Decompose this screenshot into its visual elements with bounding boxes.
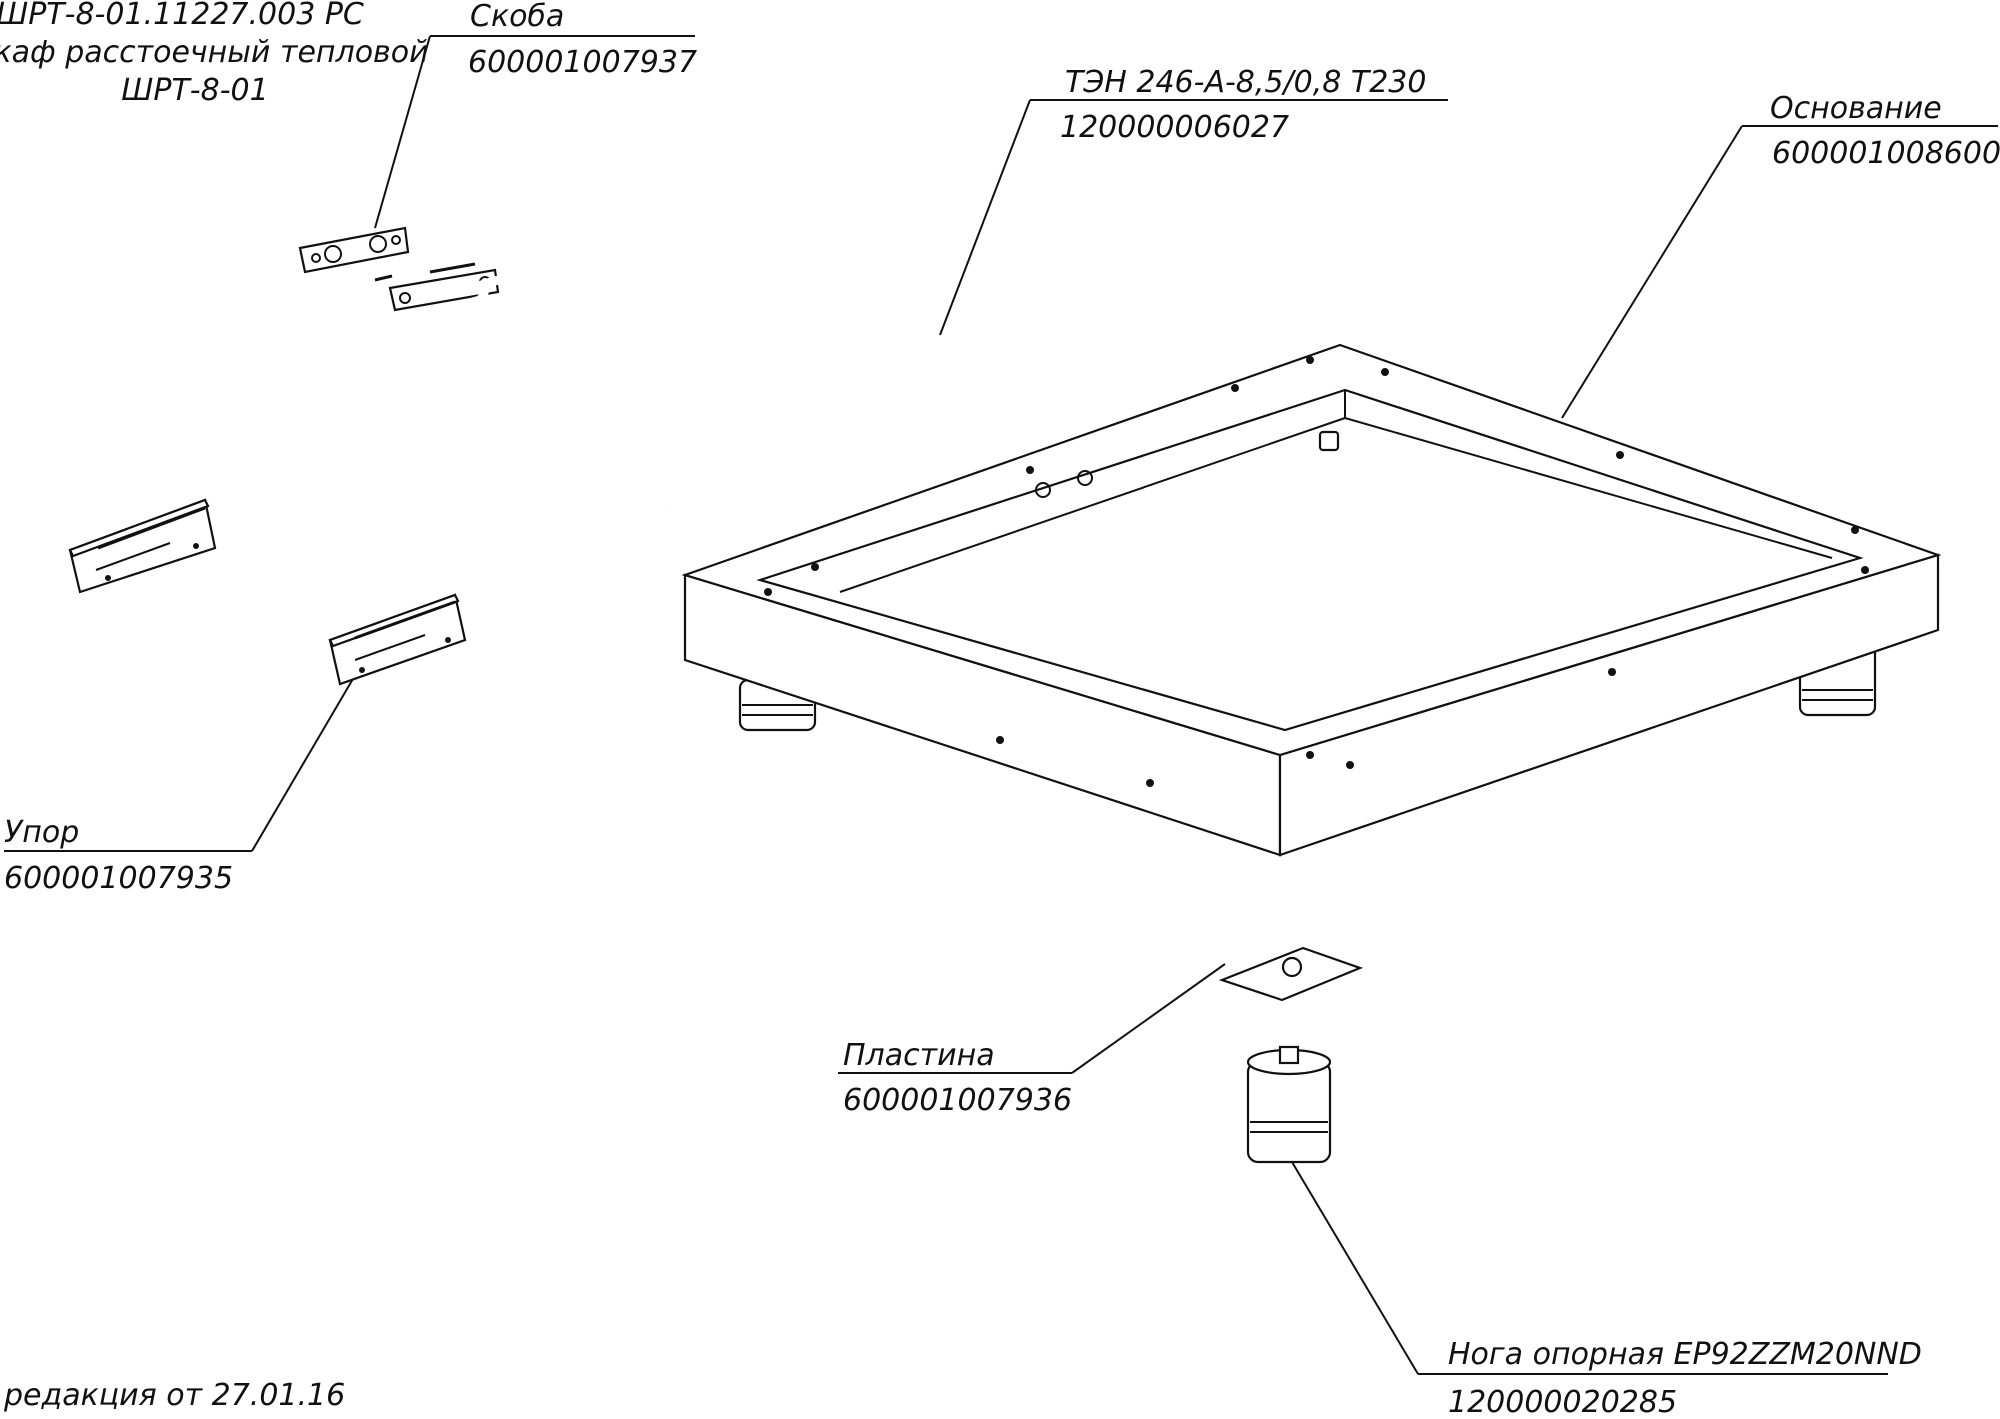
- base-code: 600001008600: [1772, 136, 2000, 171]
- stop-code: 600001007935: [4, 861, 233, 896]
- header-block: ШРТ-8-01.11227.003 РС Шкаф расстоечный т…: [0, 0, 429, 108]
- callout-bracket: Скоба 600001007937: [374, 0, 697, 229]
- callout-heater: ТЭН 246-А-8,5/0,8 Т230 120000006027: [939, 65, 1448, 336]
- bracket-name: Скоба: [470, 0, 564, 34]
- bracket-code: 600001007937: [468, 45, 697, 80]
- callout-foot: Нога опорная EP92ZZM20NND 120000020285: [1291, 1161, 1922, 1419]
- plate-code: 600001007936: [843, 1083, 1072, 1118]
- plate-part: [1218, 946, 1364, 1002]
- revision-note: редакция от 27.01.16: [3, 1378, 345, 1413]
- foot-code: 120000020285: [1448, 1385, 1677, 1419]
- heater-name: ТЭН 246-А-8,5/0,8 Т230: [1065, 65, 1426, 100]
- doc-code: ШРТ-8-01.11227.003 РС: [0, 0, 364, 32]
- callout-plate: Пластина 600001007936: [838, 963, 1226, 1118]
- foot-part: [1246, 1045, 1332, 1164]
- base-part: [681, 343, 1942, 857]
- base-name: Основание: [1770, 91, 1942, 126]
- product-name-line2: ШРТ-8-01: [121, 73, 268, 108]
- callout-base: Основание 600001008600: [1561, 91, 2000, 419]
- stop-part-lower: [328, 593, 467, 686]
- stop-part-upper: [68, 498, 217, 594]
- callout-stop: Упор 600001007935: [4, 671, 358, 896]
- heater-part: [306, 262, 1054, 515]
- product-name-line1: Шкаф расстоечный тепловой: [0, 35, 429, 70]
- bracket-part: [298, 226, 410, 274]
- plate-name: Пластина: [843, 1038, 995, 1073]
- heater-code: 120000006027: [1060, 110, 1289, 145]
- stop-name: Упор: [4, 815, 79, 850]
- foot-name: Нога опорная EP92ZZM20NND: [1448, 1337, 1922, 1372]
